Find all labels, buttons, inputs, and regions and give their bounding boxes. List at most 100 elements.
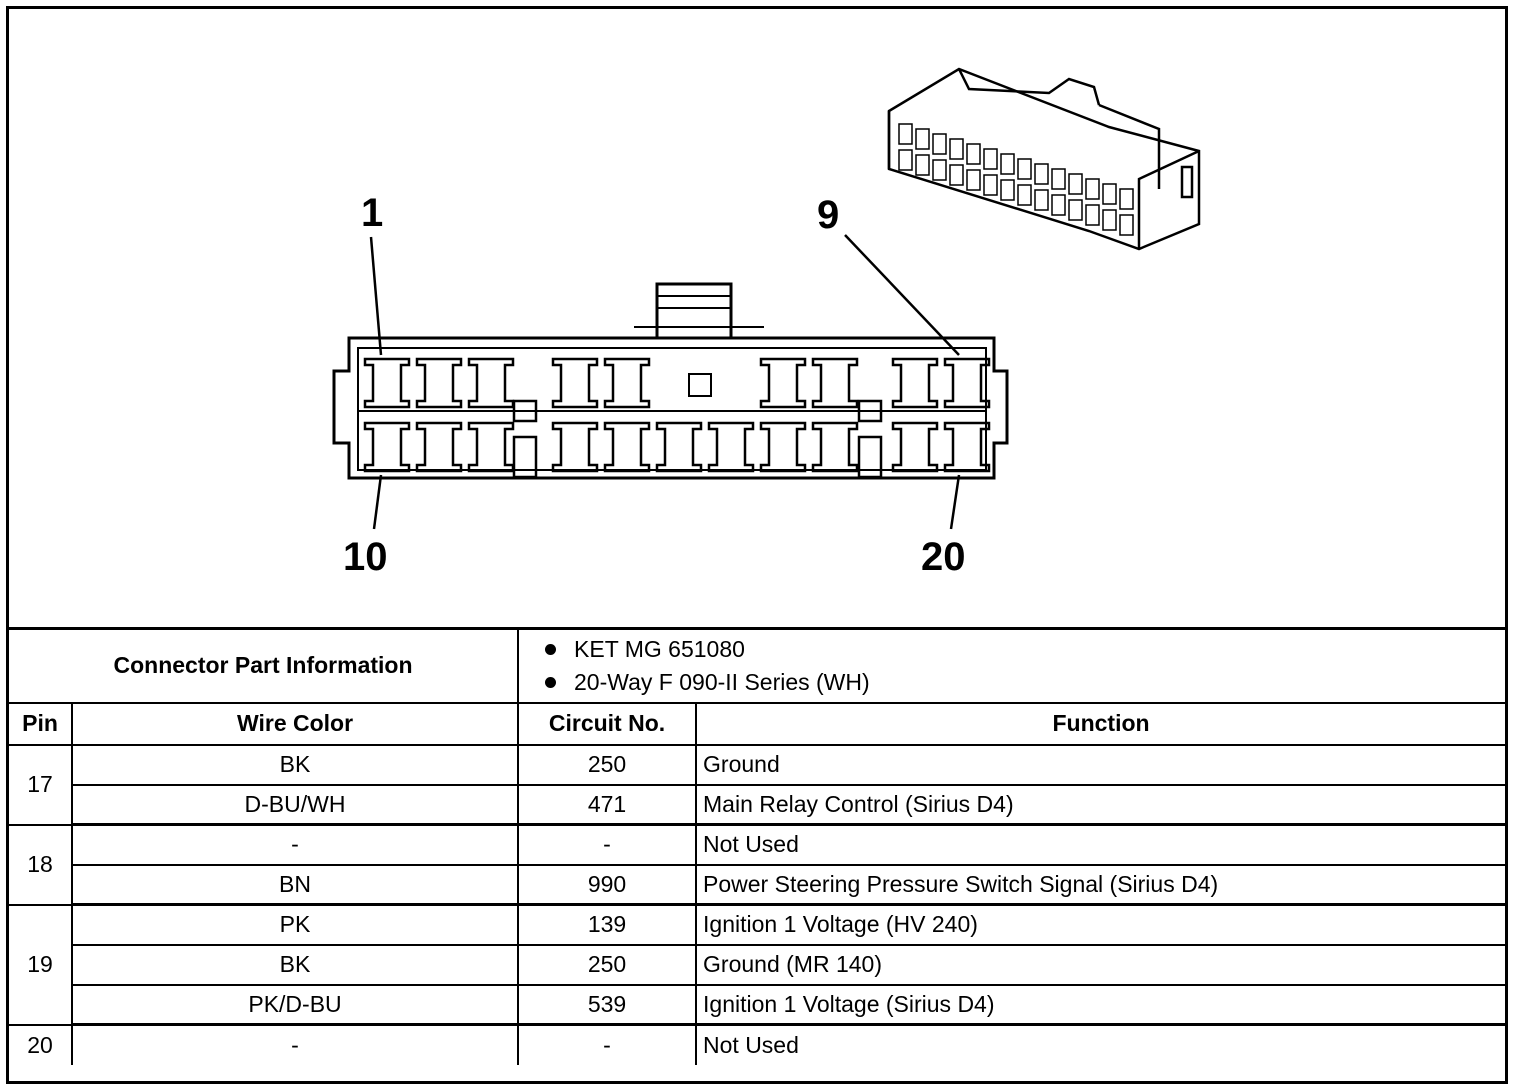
pin-label-20: 20 [921,535,966,579]
iso-cavity [932,159,947,181]
iso-cavity [983,148,998,170]
iso-cavity [949,138,964,160]
function-cell: Ignition 1 Voltage (Sirius D4) [695,983,1506,1026]
terminal-cavity [891,421,939,473]
iso-cavity [1085,178,1100,200]
iso-cavity [1051,194,1066,216]
wire-color-cell: BK [70,743,520,786]
iso-cavity [1085,204,1100,226]
pin-label-1: 1 [361,191,384,235]
terminal-cavity [943,421,991,473]
connector-info-item: KET MG 651080 [525,633,1499,666]
terminal-cavity [467,357,515,409]
iso-cavity [1051,168,1066,190]
latch-window [688,373,712,397]
iso-cavity [1068,173,1083,195]
key-slot [512,435,538,479]
latch-tab [655,282,733,338]
function-cell: Main Relay Control (Sirius D4) [695,783,1506,826]
function-cell: Not Used [695,1023,1506,1065]
terminal-cavity [363,357,411,409]
connector-info-row: Connector Part Information KET MG 651080… [9,627,1506,704]
table-header-row: Pin Wire Color Circuit No. Function [9,701,1506,746]
iso-cavity [966,169,981,191]
key-slot [857,399,883,423]
pin-number-cell: 19 [9,903,73,1026]
iso-cavity [1000,153,1015,175]
iso-cavity [915,128,930,150]
connector-info-label: Connector Part Information [9,627,520,704]
terminal-cavity [759,421,807,473]
pin-label-9: 9 [817,193,840,237]
terminal-cavity [759,357,807,409]
wire-color-cell: - [70,1023,520,1065]
column-header-wire-color: Wire Color [70,701,520,746]
iso-cavity [915,154,930,176]
iso-cavity [898,123,913,145]
connector-face-drawing [332,67,1201,530]
iso-cavity [1102,209,1117,231]
table-row: 18--Not Used [9,823,1506,906]
wire-color-cell: D-BU/WH [72,783,520,826]
terminal-cavity [415,357,463,409]
wire-color-cell: PK [70,903,520,946]
iso-cavity [898,149,913,171]
column-header-pin: Pin [9,701,73,746]
circuit-number-cell: 539 [517,983,698,1026]
terminal-cavity [943,357,991,409]
pin-number-cell: 20 [9,1023,73,1065]
iso-cavity [949,164,964,186]
leader-line-pin-10 [372,474,383,530]
circuit-number-cell: 139 [517,903,698,946]
terminal-cavity [415,421,463,473]
terminal-cavity [707,421,755,473]
iso-cavity [1034,189,1049,211]
iso-cavity [1017,158,1032,180]
connector-pinout-table: Connector Part Information KET MG 651080… [9,627,1506,1065]
iso-cavity [983,174,998,196]
wire-color-cell: - [70,823,520,866]
leader-line-pin-20 [949,474,961,530]
function-cell: Ground [695,743,1506,786]
wire-color-cell: BK [72,943,520,986]
terminal-cavity [363,421,411,473]
function-cell: Not Used [695,823,1506,866]
terminal-cavity [891,357,939,409]
connector-isometric-view [887,67,1201,251]
iso-cavity [1017,184,1032,206]
terminal-cavity [551,421,599,473]
circuit-number-cell: - [517,1023,698,1065]
column-header-circuit: Circuit No. [517,701,698,746]
wire-color-cell: PK/D-BU [72,983,520,1026]
iso-cavity [1119,214,1134,236]
function-cell: Ground (MR 140) [695,943,1506,986]
iso-cavity [966,143,981,165]
iso-cavity [1119,188,1134,210]
bullet-icon [545,676,557,688]
connector-end-view-frame: 1 9 10 20 Connector Part Information KET… [6,6,1508,1084]
terminal-cavity [603,357,651,409]
terminal-cavity [603,421,651,473]
key-slot [857,435,883,479]
top-row-cavities [363,357,991,409]
pin-label-10: 10 [343,535,388,579]
terminal-cavity [811,357,859,409]
iso-cavity [1068,199,1083,221]
circuit-number-cell: 471 [517,783,698,826]
terminal-cavity [811,421,859,473]
connector-info-values: KET MG 651080 20-Way F 090-II Series (WH… [517,627,1506,704]
iso-cavity [1000,179,1015,201]
iso-cavity [1102,183,1117,205]
circuit-number-cell: 250 [517,743,698,786]
connector-body-outline [332,336,1009,480]
iso-cavity [1034,163,1049,185]
leader-line-pin-9 [844,234,960,356]
pin-number-cell: 17 [9,743,73,826]
key-slot [512,399,538,423]
